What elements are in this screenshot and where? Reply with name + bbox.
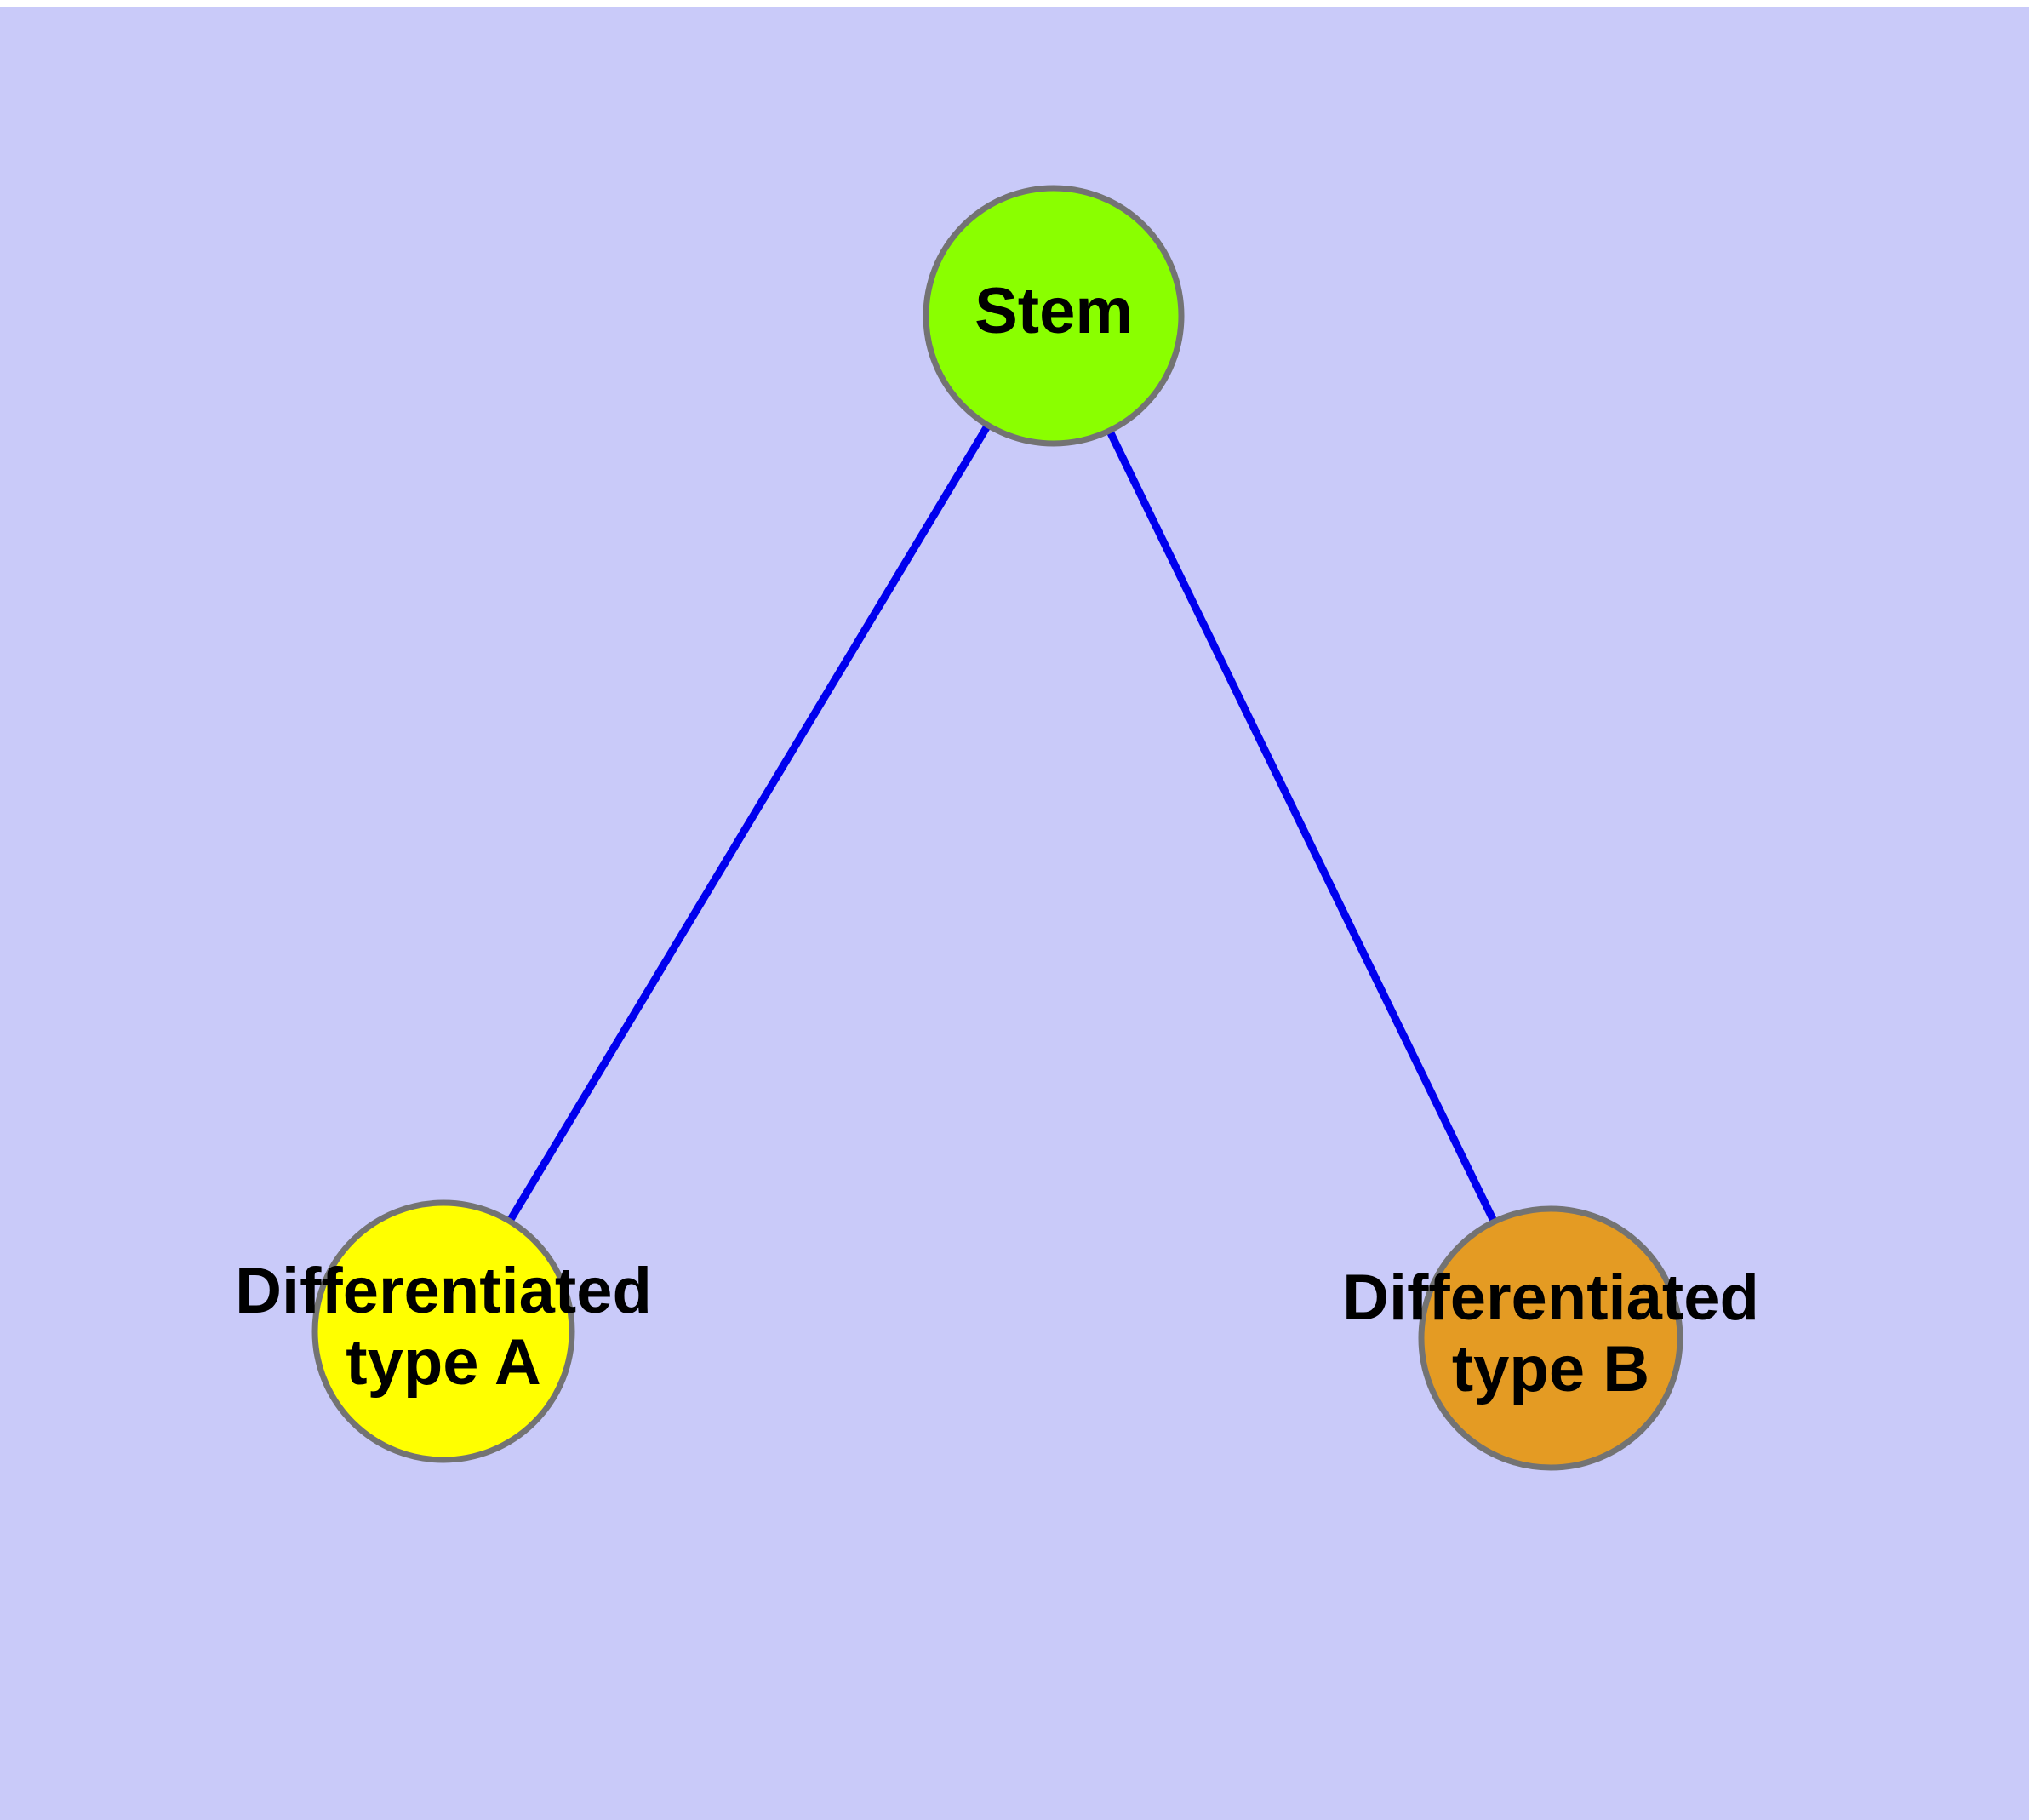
- nodes-layer: [311, 185, 1683, 1471]
- node-label-line: type A: [346, 1326, 540, 1399]
- edges-layer: [440, 313, 1555, 1340]
- node-diff_a[interactable]: [311, 1199, 575, 1463]
- node-stem[interactable]: [923, 185, 1185, 447]
- edge-stem-to-a[interactable]: [440, 313, 1057, 1334]
- node-label-line: Differentiated: [235, 1255, 652, 1327]
- node-label-line: Stem: [974, 275, 1133, 347]
- node-label-line: type B: [1452, 1333, 1649, 1405]
- node-label-line: Differentiated: [1342, 1262, 1759, 1334]
- node-label-stem: Stem: [974, 275, 1133, 347]
- edge-stem-to-b[interactable]: [1049, 314, 1555, 1340]
- node-diff_b[interactable]: [1418, 1205, 1683, 1471]
